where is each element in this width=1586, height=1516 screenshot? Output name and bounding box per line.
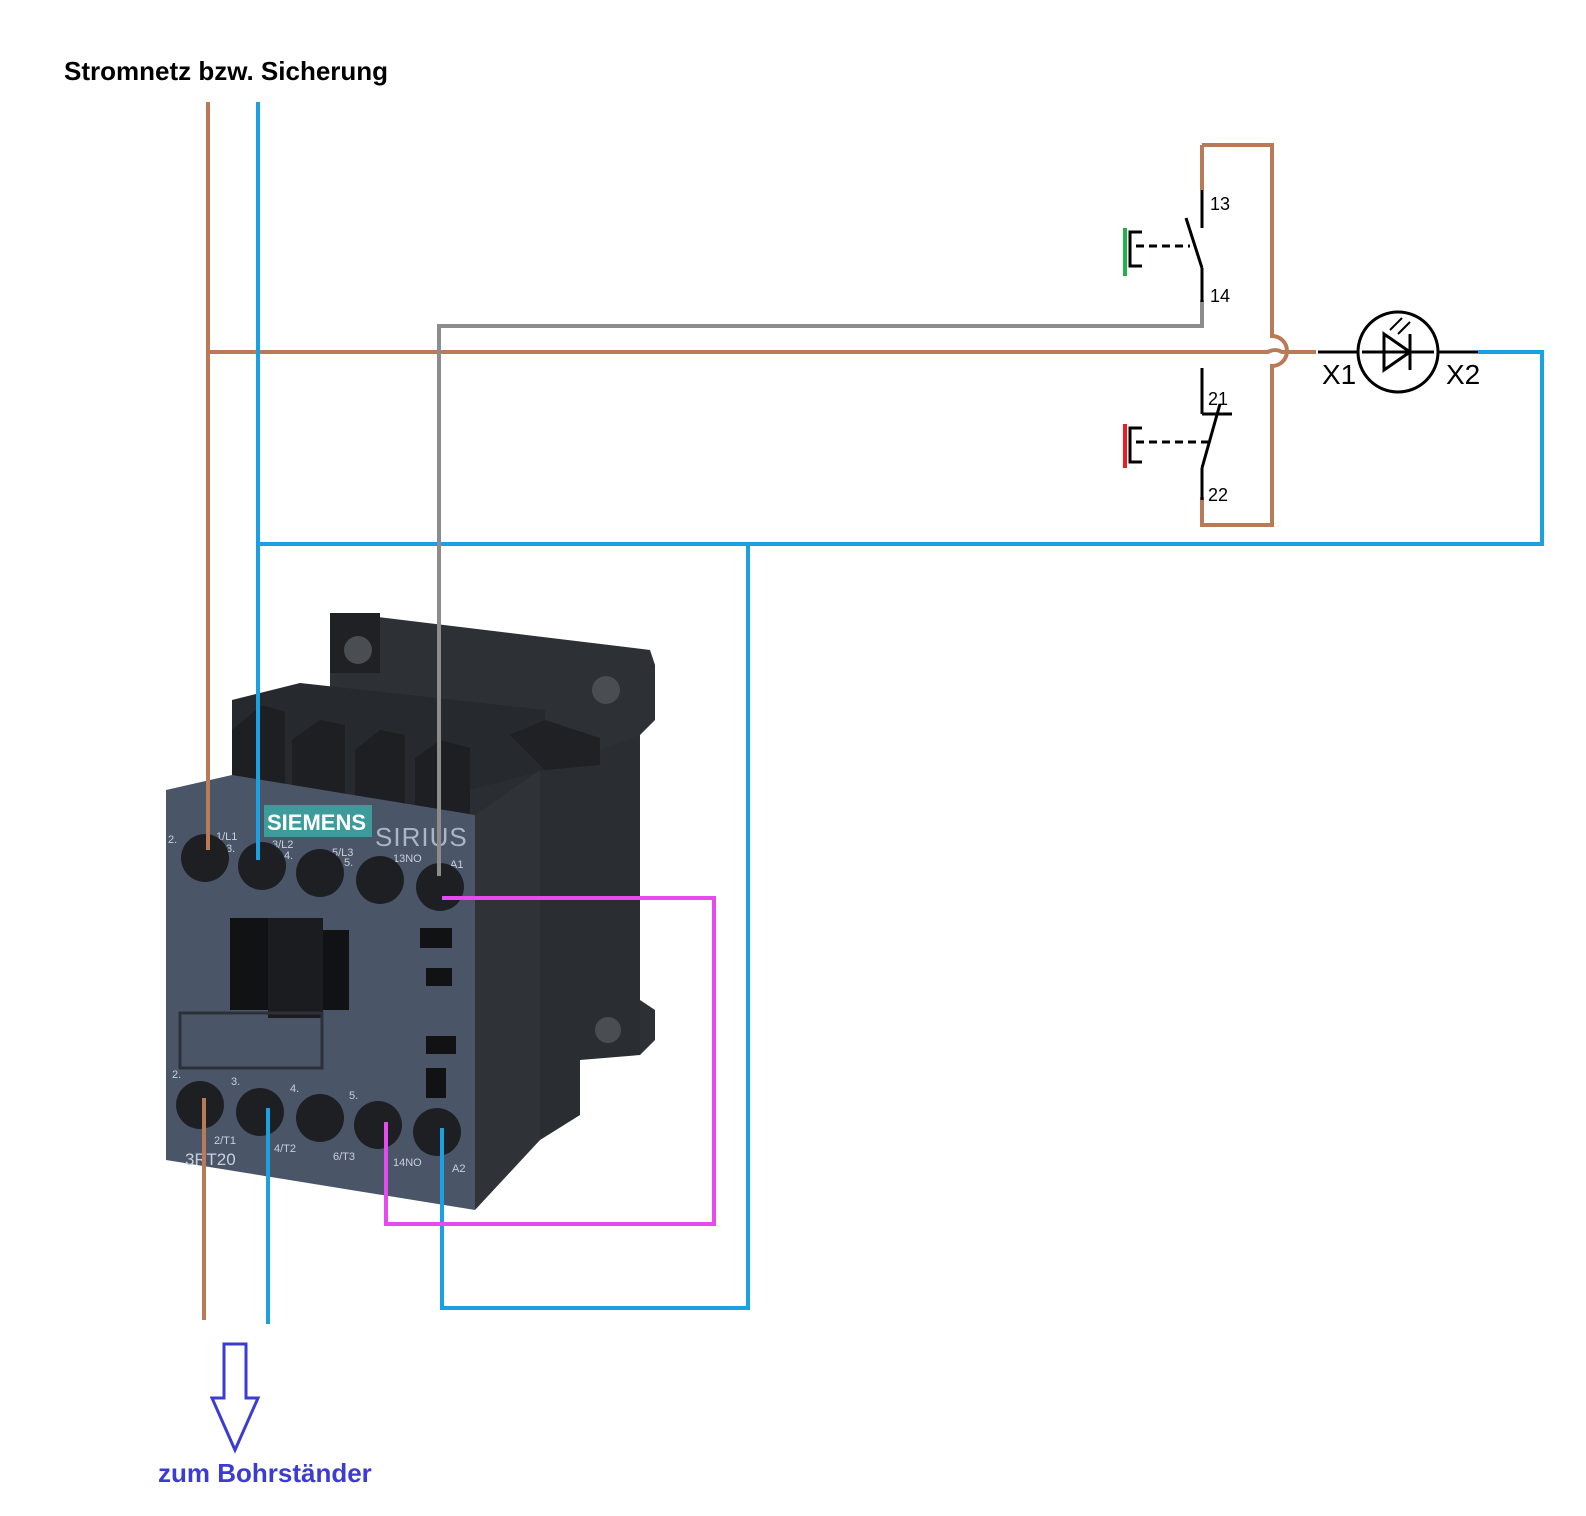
- contactor-rib: [415, 740, 470, 815]
- terminal-1-L1: [181, 834, 229, 882]
- terminal-13NO: [356, 856, 404, 904]
- terminal-4-T2: [236, 1088, 284, 1136]
- indicator-slot: [420, 928, 452, 948]
- terminal-A2: [413, 1108, 461, 1156]
- wire-gray-control: [437, 300, 1204, 876]
- mounting-hole: [592, 676, 620, 704]
- wire-blue-return: [440, 544, 750, 1310]
- bottom-number: 2.: [172, 1069, 181, 1081]
- bottom-number: 3.: [231, 1076, 240, 1088]
- bottom-terminal-label: 4/T2: [274, 1143, 296, 1155]
- contactor: SIEMENS SIRIUS 2. 1/L1 3. 3/L2 4. 5/L3 5…: [166, 613, 655, 1210]
- stop-contact-blade: [1200, 403, 1222, 469]
- wire-brown-switch-loop: [1200, 143, 1289, 527]
- bottom-number: 5.: [349, 1090, 358, 1102]
- wire-blue-bus: [258, 350, 1544, 546]
- mounting-hole: [595, 1017, 621, 1043]
- model-label: 3RT20: [185, 1150, 236, 1169]
- stop-terminal-top: 21: [1208, 389, 1228, 409]
- start-button-icon: [1128, 230, 1142, 268]
- bottom-number: 4.: [290, 1083, 299, 1095]
- terminal-14NO: [354, 1101, 402, 1149]
- indicator-lamp: [1318, 310, 1478, 394]
- aux-slot: [323, 930, 349, 1010]
- bottom-terminal-label: A2: [452, 1163, 465, 1175]
- start-contact-blade: [1184, 217, 1204, 269]
- top-terminal-label: 5/L3: [332, 847, 353, 859]
- diagram-title: Stromnetz bzw. Sicherung: [64, 56, 388, 86]
- aux-slot: [230, 918, 268, 1010]
- start-terminal-top: 13: [1210, 194, 1230, 214]
- bottom-terminals: [176, 1081, 461, 1156]
- output-label: zum Bohrständer: [158, 1458, 372, 1488]
- led-triangle: [1382, 331, 1413, 373]
- stop-terminal-bottom: 22: [1208, 485, 1228, 505]
- top-number: 2.: [168, 834, 177, 846]
- led-arrow: [1397, 321, 1411, 335]
- aux-slot: [268, 918, 323, 1018]
- indicator-slot: [426, 1036, 456, 1054]
- start-terminal-bottom: 14: [1210, 286, 1230, 306]
- contactor-rib: [292, 720, 345, 800]
- label-plate: [178, 1011, 324, 1070]
- led-arrow: [1389, 317, 1403, 331]
- wires: [202, 102, 1544, 1324]
- lamp-terminal-x1: X1: [1322, 359, 1356, 390]
- terminal-5-L3: [296, 849, 344, 897]
- top-terminals: [181, 834, 464, 911]
- mounting-hole: [344, 636, 372, 664]
- terminal-2-T1: [176, 1081, 224, 1129]
- contactor-rib: [355, 730, 405, 808]
- indicator-slot: [426, 968, 452, 986]
- top-terminal-label: 13NO: [393, 853, 422, 865]
- start-switch[interactable]: [1123, 190, 1204, 302]
- top-number: 3.: [226, 843, 235, 855]
- indicator-slot: [426, 1068, 446, 1098]
- bottom-terminal-label: 2/T1: [214, 1135, 236, 1147]
- terminal-3-L2: [238, 842, 286, 890]
- lamp-terminal-x2: X2: [1446, 359, 1480, 390]
- bottom-terminal-label: 14NO: [393, 1157, 422, 1169]
- series-label: SIRIUS: [375, 822, 468, 852]
- siemens-logo-bg: [264, 805, 372, 837]
- top-terminal-label: 1/L1: [216, 831, 237, 843]
- top-number: 5.: [344, 857, 353, 869]
- wire-magenta-selfhold: [384, 896, 716, 1226]
- contactor-side-face: [475, 770, 540, 1210]
- led-icon: [1362, 317, 1434, 373]
- lamp-circle: [1356, 310, 1440, 394]
- contactor-rib: [510, 720, 600, 770]
- stop-switch[interactable]: [1123, 368, 1232, 500]
- stop-button-icon: [1128, 426, 1142, 464]
- down-arrow-icon: [209, 1342, 261, 1454]
- bottom-terminal-label: 6/T3: [333, 1151, 355, 1163]
- terminal-6-T3: [296, 1094, 344, 1142]
- brand-logo: SIEMENS: [267, 810, 366, 835]
- top-number: 4.: [284, 850, 293, 862]
- wire-brown-bus: [208, 348, 1316, 354]
